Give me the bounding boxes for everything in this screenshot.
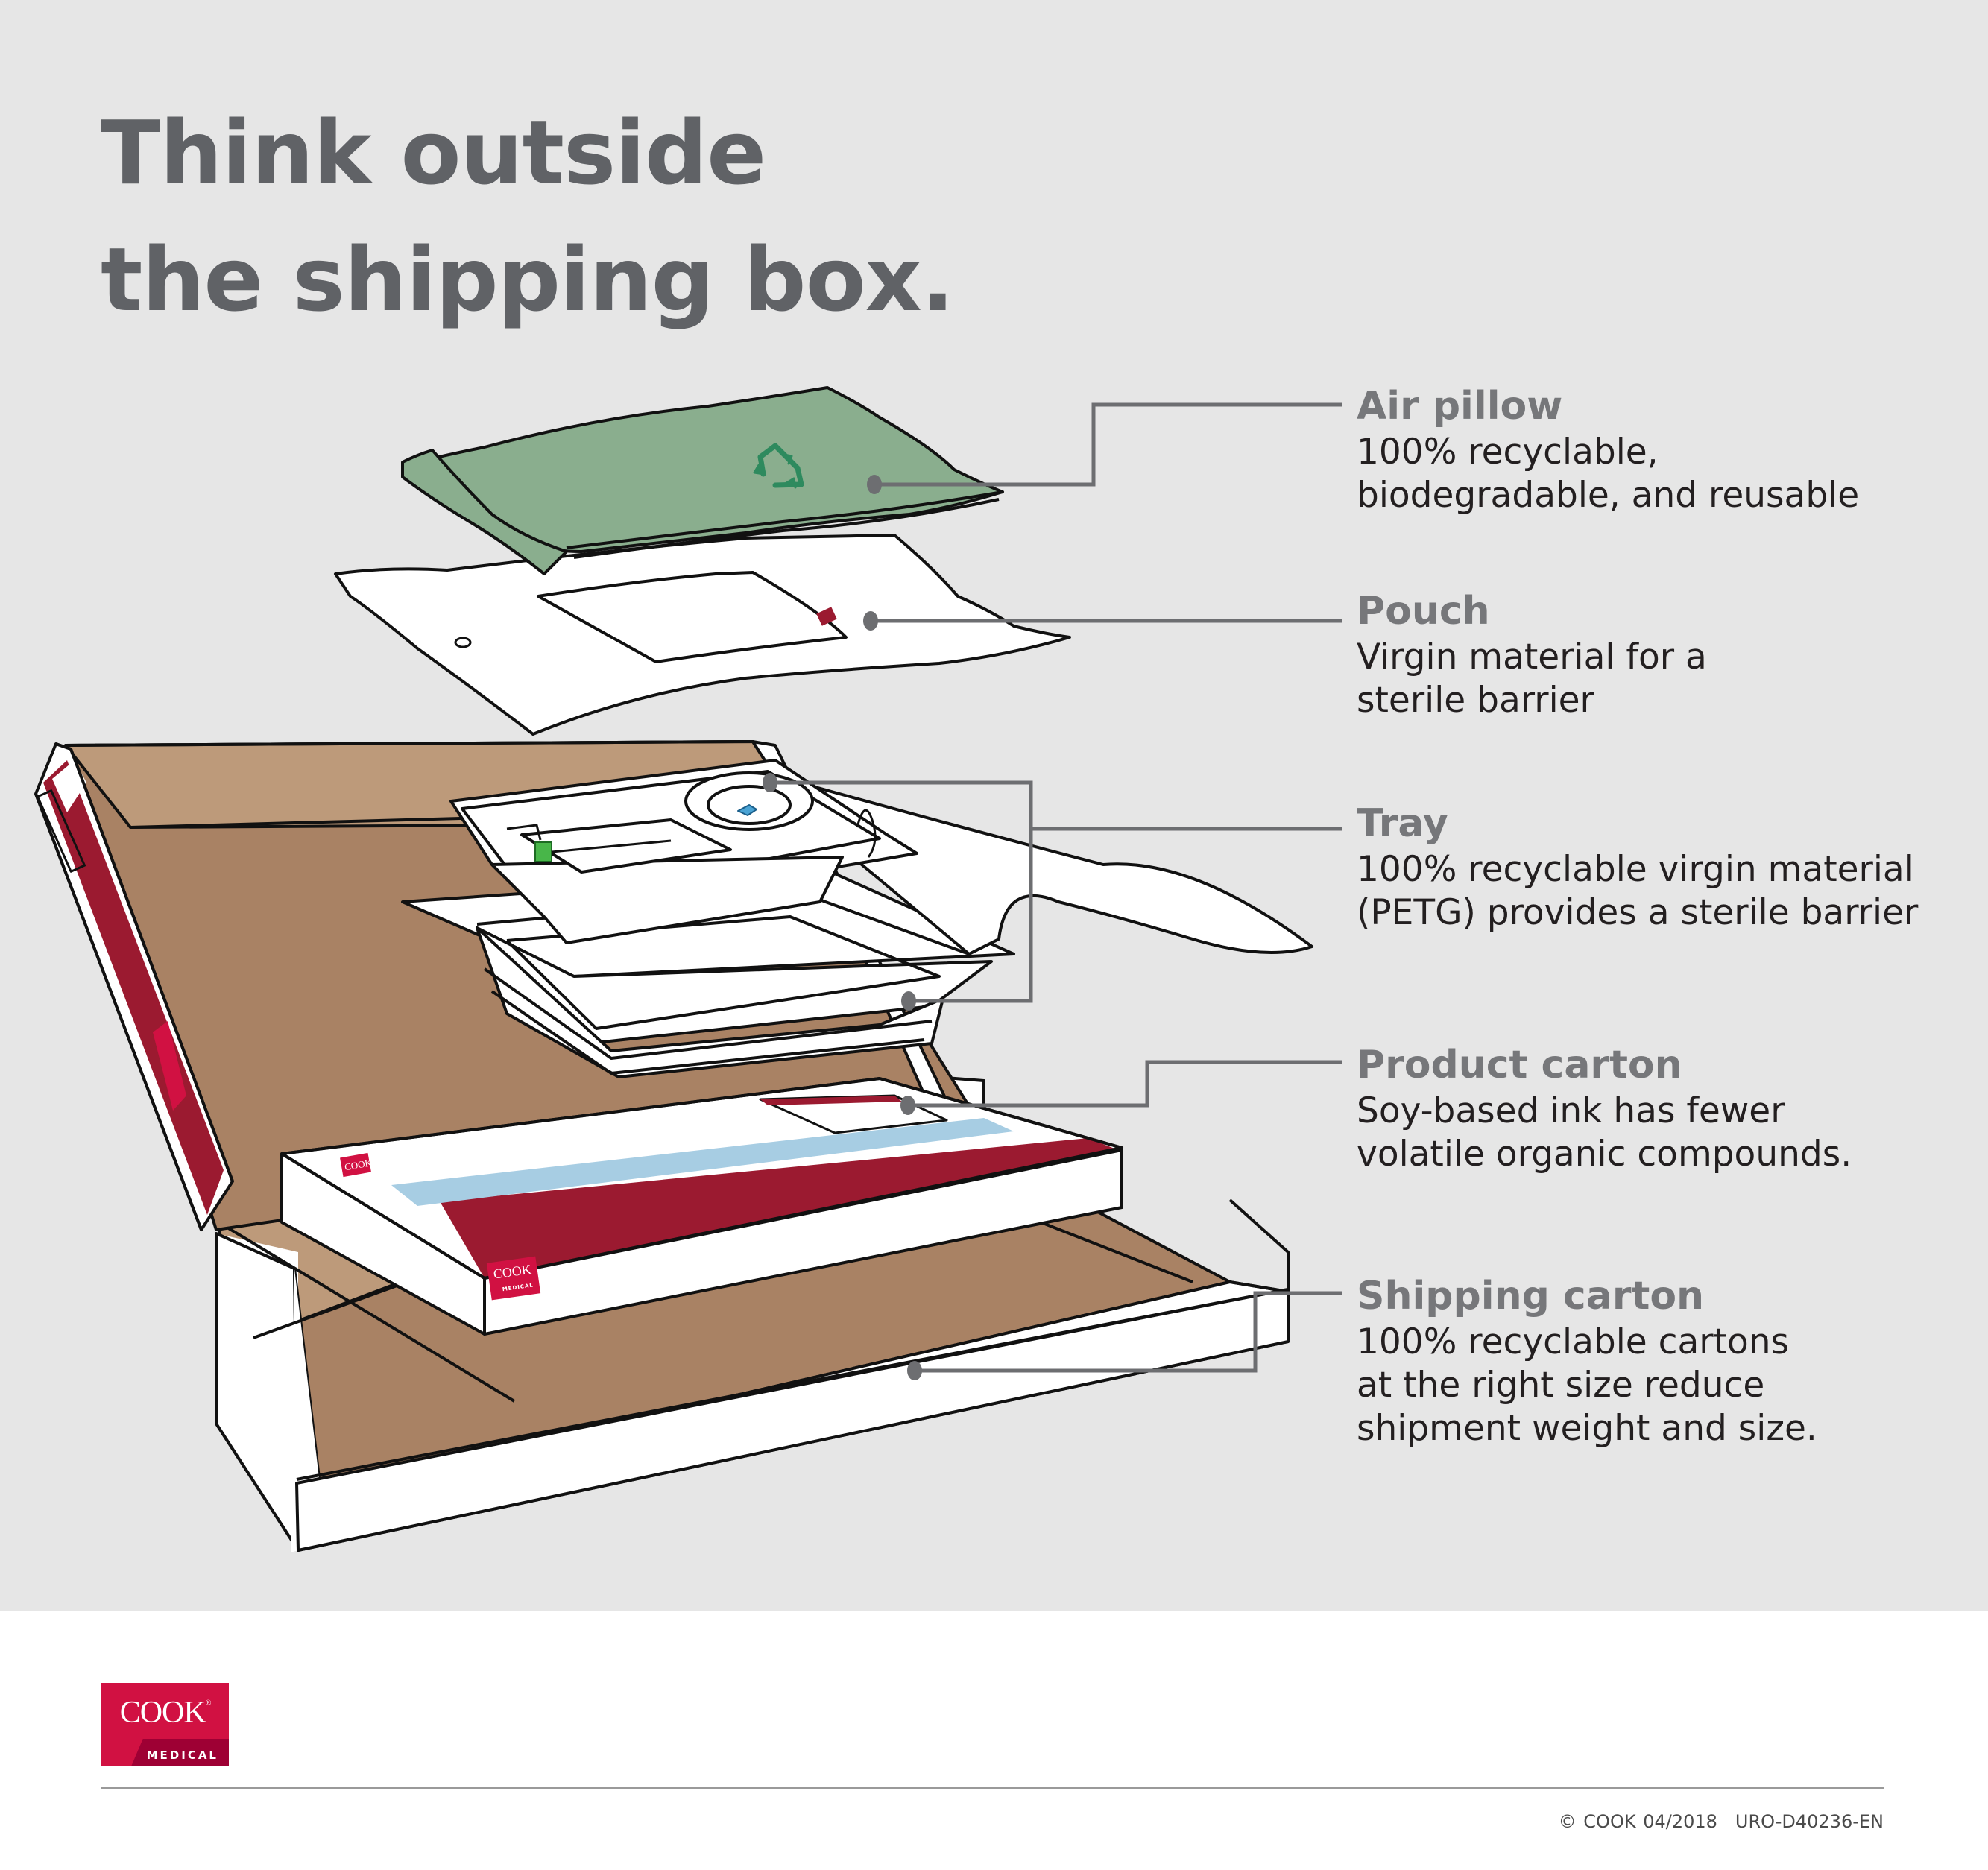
dot-shipping-carton [907,1361,922,1380]
callout-air-pillow: Air pillow 100% recyclable, biodegradabl… [1357,382,1859,517]
callout-heading: Pouch [1357,589,1490,634]
copyright: © COOK 04/2018 [1558,1811,1717,1832]
callout-heading: Shipping carton [1357,1274,1705,1318]
exploded-packaging-illustration: COOK COOK MEDICAL [34,386,1342,1552]
pouch-illustration [334,534,1071,736]
document-code: URO-D40236-EN [1735,1811,1884,1832]
dot-product-carton [900,1096,915,1115]
page-title: Think outside the shipping box. [101,89,955,343]
recycle-icon [753,443,804,489]
dot-pouch [863,611,878,631]
logo-band [131,1739,229,1766]
callout-pouch: Pouch Virgin material for a sterile barr… [1357,587,1707,722]
svg-text:COOK: COOK [344,1157,373,1172]
carton-logo-top: COOK [340,1152,373,1178]
callout-shipping-carton: Shipping carton 100% recyclable cartons … [1357,1272,1817,1450]
callout-heading: Air pillow [1357,384,1563,429]
callout-heading: Product carton [1357,1043,1682,1087]
callout-tray: Tray 100% recyclable virgin material (PE… [1357,799,1918,935]
callout-description: 100% recyclable cartons at the right siz… [1357,1321,1817,1449]
leader-dots [763,475,922,1380]
dot-tray-bottom [901,991,916,1011]
callout-description: 100% recyclable virgin material (PETG) p… [1357,849,1919,933]
carton-logo-front: COOK MEDICAL [486,1256,541,1301]
dot-tray-top [763,773,777,792]
cook-medical-logo: COOK® MEDICAL [101,1683,229,1766]
dot-air-pillow [867,475,882,494]
logo-wordmark: COOK® [119,1696,212,1730]
leader-product-carton [908,1060,1342,1108]
footer-note: © COOK 04/2018 URO-D40236-EN [1559,1811,1884,1832]
callout-description: Soy-based ink has fewer volatile organic… [1357,1090,1852,1175]
callout-description: Virgin material for a sterile barrier [1357,637,1707,721]
leader-lines [770,402,1342,1373]
leader-shipping-carton [915,1291,1342,1373]
leader-tray [770,780,1033,1003]
title-line-1: Think outside [101,101,766,204]
callout-heading: Tray [1357,801,1448,846]
top-tray-illustration [449,759,1313,955]
callout-description: 100% recyclable, biodegradable, and reus… [1357,432,1860,516]
callout-product-carton: Product carton Soy-based ink has fewer v… [1357,1040,1852,1176]
product-carton-illustration [280,1077,1123,1336]
air-pillow-illustration [401,386,1004,575]
logo-subtext: MEDICAL [146,1749,218,1762]
title-line-2: the shipping box. [101,228,955,331]
leader-air-pillow [874,402,1342,487]
footer-divider [101,1787,1884,1789]
